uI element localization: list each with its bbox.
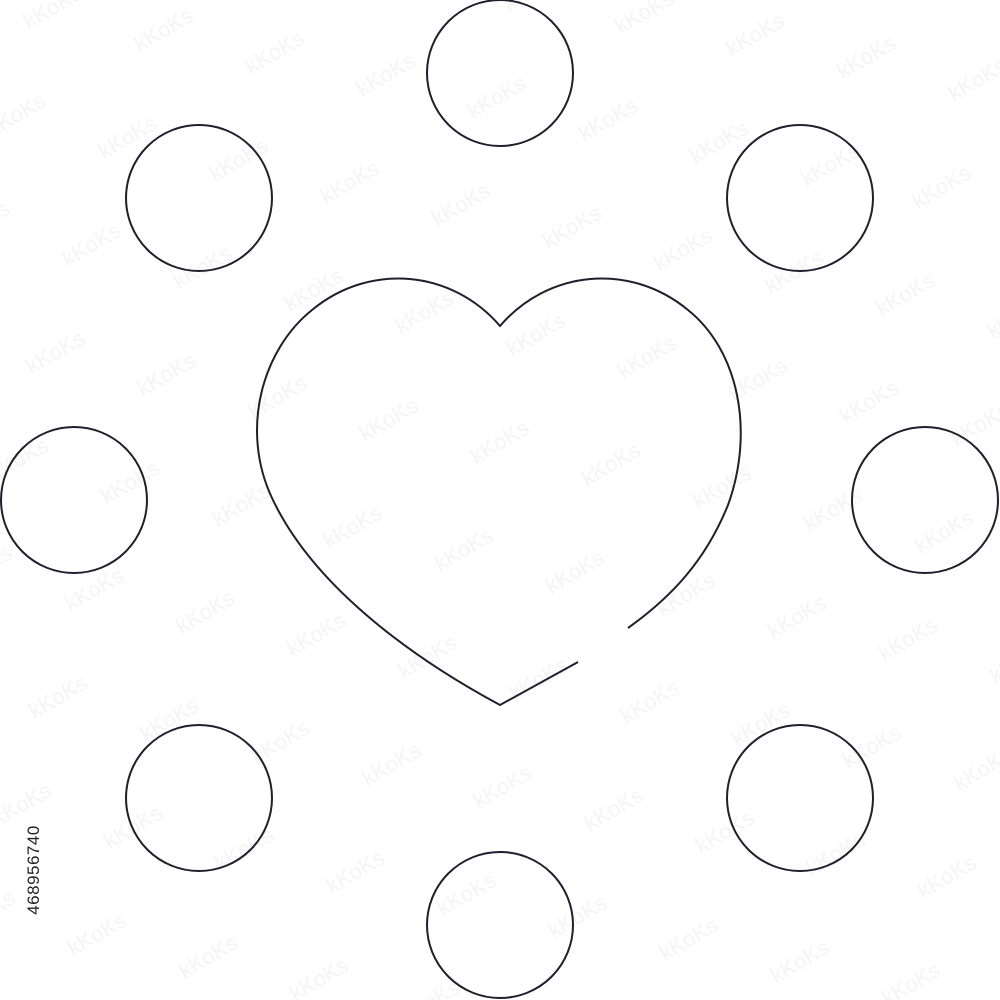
circle-icon bbox=[0, 426, 148, 574]
circle-icon bbox=[851, 426, 999, 574]
circle-icon bbox=[726, 724, 874, 872]
heart-icon bbox=[256, 277, 742, 707]
circle-icon bbox=[726, 124, 874, 272]
circle-icon bbox=[426, 0, 574, 147]
circle-icon bbox=[426, 851, 574, 999]
stock-id-label: 468956740 bbox=[24, 825, 43, 915]
circle-icon bbox=[125, 124, 273, 272]
circle-icon bbox=[125, 724, 273, 872]
